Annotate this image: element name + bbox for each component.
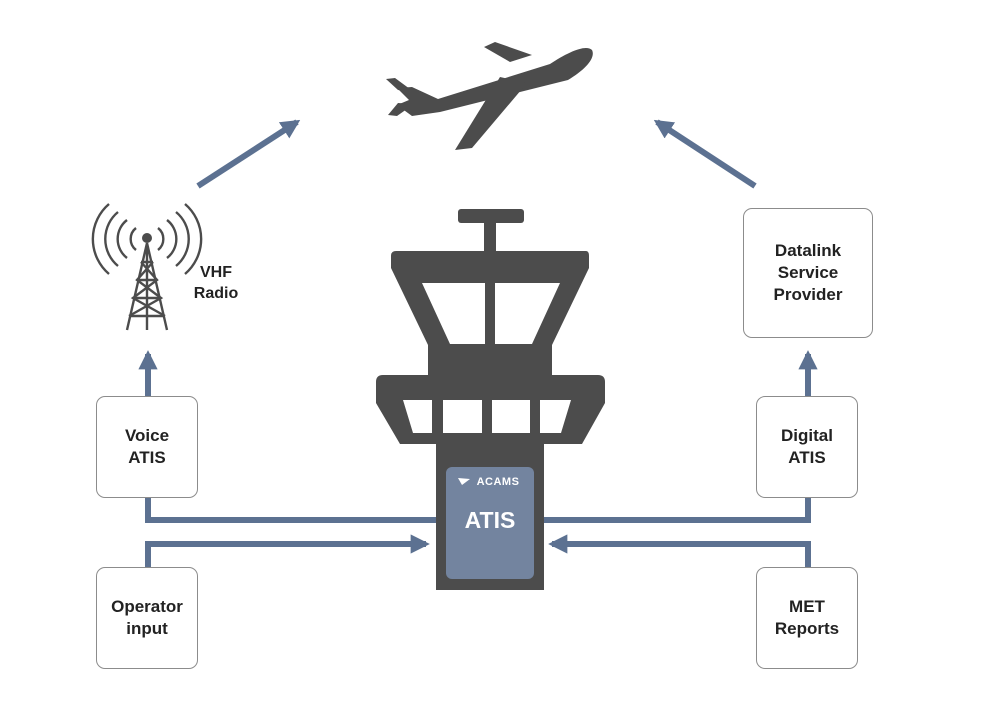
control-tower-icon	[376, 209, 605, 590]
atis-title: ATIS	[464, 507, 516, 533]
arrow-operator-to-atis	[145, 534, 430, 567]
arrow-vhf-to-aircraft	[196, 119, 301, 189]
connector-arrows	[138, 119, 818, 567]
line-atis-to-voice-atis	[145, 497, 436, 523]
operator-input-label: Operator input	[111, 597, 183, 638]
atis-panel	[446, 467, 534, 579]
datalink-service-provider-box: Datalink Service Provider	[743, 208, 873, 338]
digital-atis-box: Digital ATIS	[756, 396, 858, 498]
vhf-radio-label: VHF Radio	[193, 264, 239, 302]
met-reports-label: MET Reports	[774, 597, 840, 638]
voice-atis-box: Voice ATIS	[96, 396, 198, 498]
arrow-datalink-to-aircraft	[653, 119, 757, 189]
met-reports-box: MET Reports	[756, 567, 858, 669]
acams-brand: ACAMS	[476, 476, 520, 488]
datalink-service-provider-label: Datalink Service Provider	[773, 241, 843, 304]
digital-atis-label: Digital ATIS	[781, 426, 833, 467]
arrow-met-to-atis	[548, 534, 811, 567]
radio-tower-icon	[91, 203, 203, 331]
operator-input-box: Operator input	[96, 567, 198, 669]
line-atis-to-digital-atis	[544, 497, 811, 523]
airplane-icon	[386, 42, 593, 150]
voice-atis-label: Voice ATIS	[124, 426, 170, 467]
